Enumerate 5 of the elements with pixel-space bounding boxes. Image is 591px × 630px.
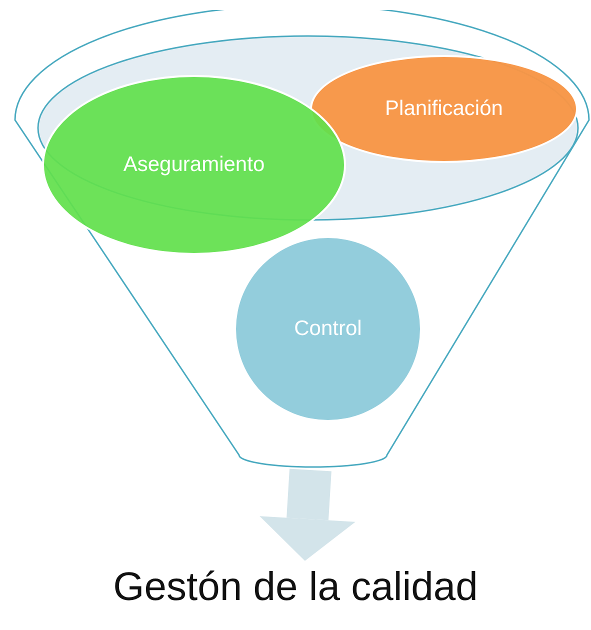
result-text: Gestón de la calidad <box>40 565 551 627</box>
down-arrow <box>260 468 356 561</box>
stage-label: Planificación <box>385 97 503 121</box>
stage-label: Control <box>294 317 362 341</box>
stage-label: Aseguramiento <box>123 153 265 177</box>
